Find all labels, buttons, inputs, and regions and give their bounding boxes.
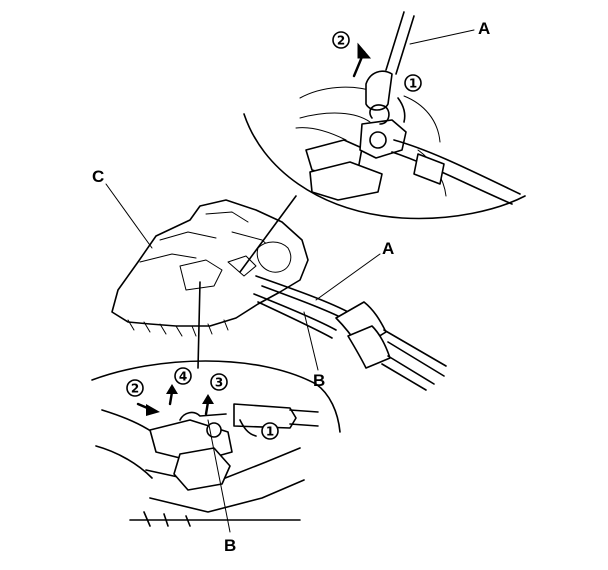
top-housing-outline (295, 86, 447, 197)
callout-c: C (92, 167, 104, 186)
cable-b-main (253, 293, 337, 339)
bottom-step-4: 4 (174, 367, 192, 385)
bottom-detail-view: 2 4 3 1 B (91, 360, 341, 555)
top-step-2: 2 (332, 31, 350, 49)
top-step-1: 1 (404, 74, 422, 92)
bottom-detail-arc (91, 360, 341, 433)
callout-b-bottom: B (224, 536, 236, 555)
bottom-step-3: 3 (210, 373, 228, 391)
bottom-up-arrow-3-head (202, 394, 214, 404)
top-release-arrow (397, 97, 406, 123)
callout-a-top: A (478, 19, 490, 38)
bottom-cable-shaft (289, 409, 319, 427)
svg-text:1: 1 (266, 425, 274, 439)
top-lever (309, 161, 383, 201)
housing-ribs (127, 211, 281, 337)
housing-detail (179, 255, 257, 291)
top-detail-arc (243, 113, 526, 220)
bottom-up-arrow-4-head (166, 384, 178, 394)
bottom-release-arrow (239, 419, 257, 437)
svg-text:4: 4 (179, 370, 187, 384)
svg-text:1: 1 (409, 77, 417, 91)
top-cable-ring (369, 104, 390, 125)
top-cable-casing (391, 139, 521, 205)
leader-to-top-detail (239, 195, 297, 273)
top-detail-view: 2 1 A (243, 11, 526, 220)
bottom-slide-arrow-head (146, 404, 160, 416)
leader-a-mid (315, 253, 381, 301)
main-assembly: C A B (92, 167, 447, 391)
bottom-step-2: 2 (126, 379, 144, 397)
bottom-cable-end (233, 403, 297, 429)
top-cable-sleeve (413, 153, 445, 185)
leader-c (105, 183, 153, 249)
housing-boss (256, 241, 292, 273)
callout-b-mid: B (313, 371, 325, 390)
top-cable-shaft (385, 11, 415, 75)
bottom-step-1: 1 (261, 422, 279, 440)
bottom-cable-pin (179, 411, 227, 421)
top-pivot (369, 131, 387, 149)
svg-text:2: 2 (337, 34, 345, 48)
svg-text:3: 3 (215, 376, 223, 390)
cable-run-right (381, 329, 447, 391)
leader-b-mid (303, 311, 319, 371)
callout-a-mid: A (382, 239, 394, 258)
top-cable-end (365, 70, 393, 111)
bottom-housing (95, 409, 305, 527)
leader-b-bottom (207, 419, 231, 533)
top-up-arrow-head (357, 42, 372, 59)
leader-to-bottom-detail (197, 281, 201, 369)
svg-text:2: 2 (131, 382, 139, 396)
top-leader-a (409, 29, 475, 45)
